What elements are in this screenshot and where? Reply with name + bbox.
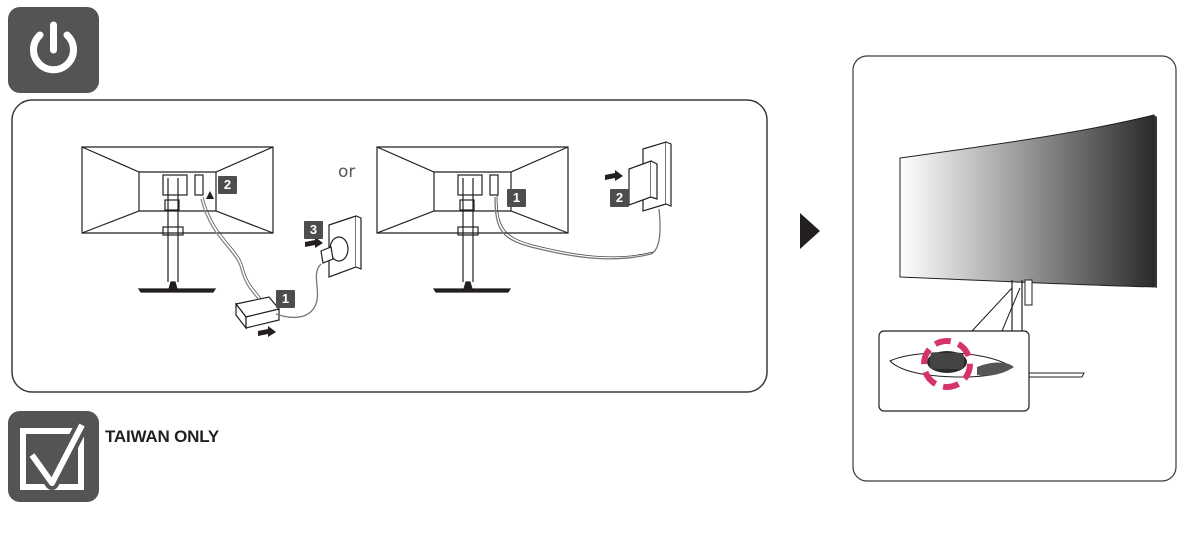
monitor-rear-left [81, 146, 274, 293]
step-badge-right-1: 1 [507, 189, 526, 207]
monitor-rear-right [376, 146, 569, 293]
step-badge-3: 3 [304, 221, 323, 239]
setup-diagram-panel [11, 99, 768, 393]
wall-outlet-left [320, 215, 362, 278]
wall-adapter-right [628, 141, 672, 212]
step-badge-right-2: 2 [610, 189, 629, 207]
result-diagram-panel [852, 55, 1177, 482]
taiwan-only-label: TAIWAN ONLY [105, 427, 219, 446]
power-icon [8, 7, 99, 93]
step-badge-1: 1 [276, 290, 295, 308]
power-adapter-left [234, 296, 281, 330]
play-arrow-icon [800, 213, 820, 249]
checkbox-icon [8, 411, 99, 502]
power-button-closeup [889, 338, 1014, 390]
step-badge-2: 2 [218, 176, 237, 194]
or-label: or [338, 162, 356, 182]
